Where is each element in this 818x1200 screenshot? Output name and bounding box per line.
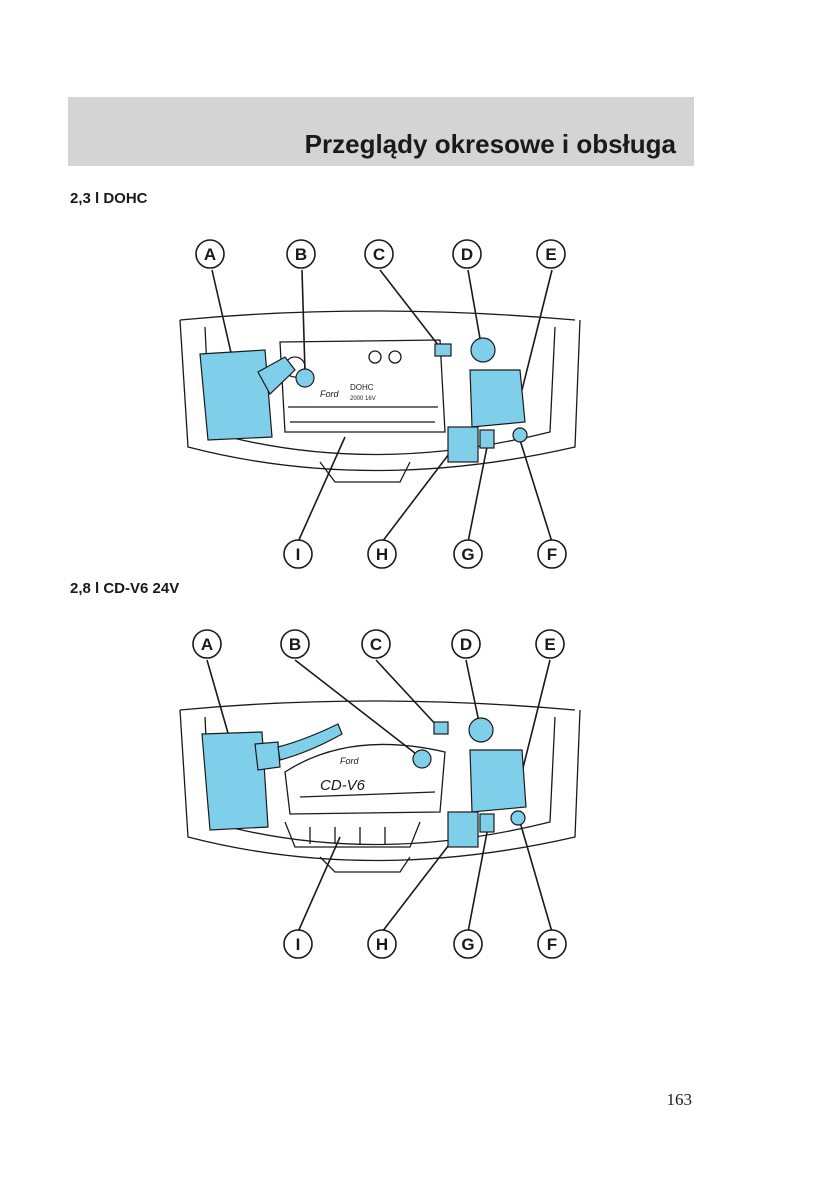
component-g xyxy=(479,429,495,449)
section-label-v6: 2,8 l CD-V6 24V xyxy=(70,580,180,597)
component-d-reservoir xyxy=(470,337,496,363)
section-label-dohc: 2,3 l DOHC xyxy=(70,190,148,207)
page-title: Przeglądy okresowe i obsługa xyxy=(304,129,676,159)
component-g xyxy=(479,813,495,833)
callout-i: I xyxy=(296,935,301,954)
component-d-reservoir xyxy=(468,717,494,743)
component-a-duct xyxy=(277,723,343,761)
component-h xyxy=(447,426,479,463)
component-e-fuse-box xyxy=(469,749,527,813)
component-h xyxy=(447,811,479,848)
ford-badge: Ford xyxy=(340,756,360,766)
engine-text-cdv6: CD-V6 xyxy=(320,777,366,794)
engine-text-dohc: DOHC xyxy=(350,383,374,392)
engine-diagram-dohc: Ford DOHC 2000 16V A B C D E I H G F xyxy=(179,239,581,569)
callout-g: G xyxy=(461,545,474,564)
component-e-fuse-box xyxy=(469,369,526,428)
callout-a: A xyxy=(204,245,216,264)
callout-f: F xyxy=(547,545,557,564)
component-a-intake xyxy=(257,356,296,395)
engine-labels: Ford CD-V6 xyxy=(320,756,366,794)
callout-i: I xyxy=(296,545,301,564)
component-a-air-filter xyxy=(199,349,273,441)
component-b-oil-cap xyxy=(295,368,315,388)
component-f xyxy=(512,427,528,443)
header-band: Przeglądy okresowe i obsługa xyxy=(68,97,694,166)
callout-a: A xyxy=(201,635,213,654)
page-number: 163 xyxy=(666,1090,693,1109)
callout-e: E xyxy=(544,635,555,654)
callout-e: E xyxy=(545,245,556,264)
callout-b: B xyxy=(295,245,307,264)
component-a-intake xyxy=(254,741,281,771)
ford-badge: Ford xyxy=(320,389,340,399)
engine-text-16v: 2000 16V xyxy=(350,396,376,402)
callout-d: D xyxy=(461,245,473,264)
component-a-air-filter xyxy=(201,731,269,831)
component-f xyxy=(510,810,526,826)
engine-bay-outline xyxy=(179,310,581,483)
engine-diagram-v6: Ford CD-V6 A B C D E I H G F xyxy=(179,629,581,959)
callout-h: H xyxy=(376,935,388,954)
callout-c: C xyxy=(373,245,385,264)
engine-labels: Ford DOHC 2000 16V xyxy=(320,383,376,402)
callout-g: G xyxy=(461,935,474,954)
callout-b: B xyxy=(289,635,301,654)
callout-c: C xyxy=(370,635,382,654)
component-b-oil-cap xyxy=(412,749,432,769)
component-c xyxy=(433,721,449,735)
callout-h: H xyxy=(376,545,388,564)
callout-f: F xyxy=(547,935,557,954)
engine-bay-outline xyxy=(179,700,581,873)
callout-d: D xyxy=(460,635,472,654)
component-c xyxy=(434,343,452,357)
